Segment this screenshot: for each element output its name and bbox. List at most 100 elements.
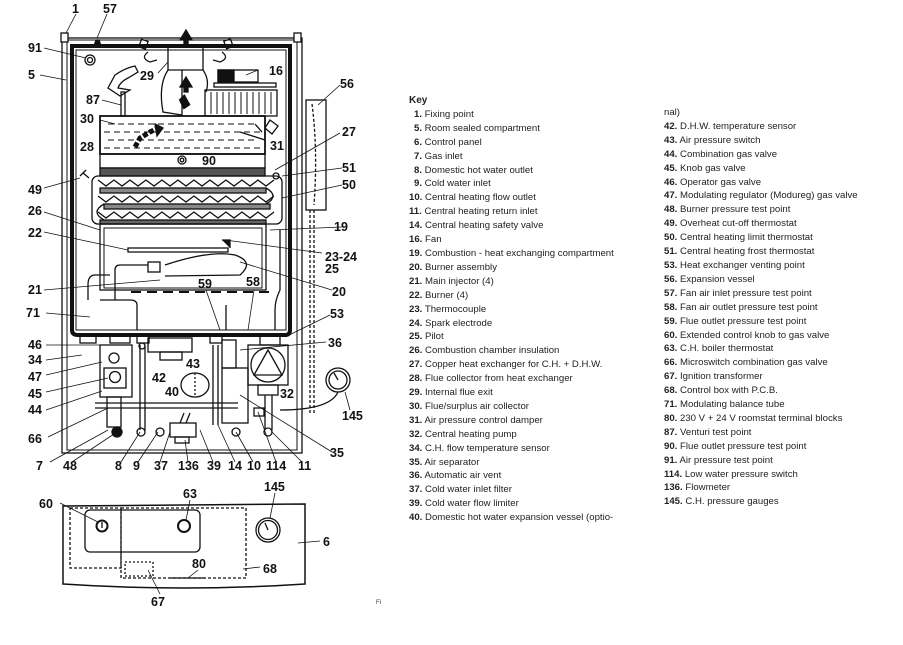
key-item-text: Room sealed compartment xyxy=(422,122,540,134)
key-item-text: Copper heat exchanger for C.H. + D.H.W. xyxy=(422,359,603,371)
key-item-number: 31. xyxy=(409,414,423,426)
key-item: 80. 230 V + 24 V roomstat terminal block… xyxy=(664,412,858,426)
key-item: 87. Venturi test point xyxy=(664,426,858,440)
key-item-number: 40. xyxy=(409,512,423,524)
key-item-text: Microswitch combination gas valve xyxy=(677,357,828,369)
key-item-number: 11. xyxy=(409,206,422,218)
key-item: 49. Overheat cut-off thermostat xyxy=(664,217,858,231)
key-item: 90. Flue outlet pressure test point xyxy=(664,440,858,454)
key-item-number: 10. xyxy=(409,192,423,204)
flowmeter xyxy=(169,422,197,438)
callout-49: 49 xyxy=(28,183,42,197)
key-item-number: 29. xyxy=(409,387,423,399)
key-item: 68. Control box with P.C.B. xyxy=(664,384,858,398)
key-item-number: 67. xyxy=(664,371,678,383)
key-item-number: 39. xyxy=(409,498,423,510)
key-item: 71. Modulating balance tube xyxy=(664,398,858,412)
key-item-text: Modulating regulator (Modureg) gas valve xyxy=(677,190,858,202)
callout-23-24: 23-24 xyxy=(325,250,357,264)
key-item-number: 42. xyxy=(664,120,678,132)
automatic-air-vent xyxy=(221,339,237,369)
key-item: 21. Main injector (4) xyxy=(409,275,614,289)
combustion-chamber xyxy=(99,223,267,291)
key-item-number: 58. xyxy=(664,301,678,313)
callout-8: 8 xyxy=(115,459,122,473)
key-item-text: Heat exchanger venting point xyxy=(677,259,805,271)
key-item: 60. Extended control knob to gas valve xyxy=(664,329,858,343)
callout-27: 27 xyxy=(342,125,356,139)
key-item-text: Low water pressure switch xyxy=(682,468,798,480)
key-item-text: Control box with P.C.B. xyxy=(677,385,778,397)
key-item-number: 14. xyxy=(409,220,423,232)
key-item-number: 68. xyxy=(664,385,678,397)
callout-91: 91 xyxy=(28,41,42,55)
key-item-text: Automatic air vent xyxy=(422,470,502,482)
callout-34: 34 xyxy=(28,353,42,367)
key-item-text: Internal flue exit xyxy=(422,387,493,399)
key-item: 46. Operator gas valve xyxy=(664,176,858,190)
key-item: 59. Flue outlet pressure test point xyxy=(664,315,858,329)
key-item-number: 19. xyxy=(409,247,423,259)
key-item-text: C.H. flow temperature sensor xyxy=(422,442,550,454)
control-panel-window xyxy=(84,509,201,553)
callout-68: 68 xyxy=(263,562,277,576)
key-item: 45. Knob gas valve xyxy=(664,162,858,176)
callout-7: 7 xyxy=(36,459,43,473)
key-item-number: 56. xyxy=(664,273,678,285)
key-item-text: Venturi test point xyxy=(677,426,752,438)
boiler-diagram: 1 57 91 5 29 16 56 87 30 27 28 31 90 51 … xyxy=(26,2,363,609)
internal-flue-exit xyxy=(167,46,204,71)
key-item-number: 50. xyxy=(664,232,678,244)
key-item-text: Gas inlet xyxy=(422,150,463,162)
key-item-text: Control panel xyxy=(422,136,482,148)
callout-145: 145 xyxy=(342,409,363,423)
key-item: 23. Thermocouple xyxy=(409,303,614,317)
callout-90: 90 xyxy=(202,154,216,168)
key-item: 63. C.H. boiler thermostat xyxy=(664,342,858,356)
key-item-text: Air pressure switch xyxy=(677,134,761,146)
key-item: 37. Cold water inlet filter xyxy=(409,483,614,497)
key-item: 20. Burner assembly xyxy=(409,261,614,275)
key-item-number: 9. xyxy=(414,178,423,190)
key-item-number: 90. xyxy=(664,440,678,452)
heat-exchanger xyxy=(91,175,283,225)
key-item: 6. Control panel xyxy=(409,136,614,150)
key-item-number: 35. xyxy=(409,456,423,468)
callout-1: 1 xyxy=(72,2,79,16)
key-item-text: Fixing point xyxy=(422,108,474,120)
key-item-number: 44. xyxy=(664,148,678,160)
key-item: 16. Fan xyxy=(409,233,614,247)
callout-48: 48 xyxy=(63,459,77,473)
knob-gas-valve xyxy=(108,370,122,384)
key-item-text: Main injector (4) xyxy=(422,275,494,287)
key-item-text: Flue outlet pressure test point xyxy=(677,440,807,452)
key-item-text: C.H. boiler thermostat xyxy=(677,343,774,355)
expansion-vessel xyxy=(305,99,327,211)
key-item-text: D.H.W. temperature sensor xyxy=(677,120,797,132)
key-item-text: Burner (4) xyxy=(422,289,469,301)
callout-87: 87 xyxy=(86,93,100,107)
key-item-text: Central heating frost thermostat xyxy=(677,246,815,258)
key-item-text: Combination gas valve xyxy=(677,148,778,160)
callout-63: 63 xyxy=(183,487,197,501)
key-item-number: 66. xyxy=(664,357,678,369)
fixing-point-right xyxy=(293,32,302,43)
key-item-number: 25. xyxy=(409,331,423,343)
key-item: 66. Microswitch combination gas valve xyxy=(664,356,858,370)
callout-42: 42 xyxy=(152,371,166,385)
key-item: 91. Air pressure test point xyxy=(664,454,858,468)
key-item: 9. Cold water inlet xyxy=(409,177,614,191)
callout-66: 66 xyxy=(28,432,42,446)
callout-114: 114 xyxy=(266,459,286,473)
callout-80: 80 xyxy=(192,557,206,571)
flue-outlet-test-point xyxy=(177,155,187,165)
callout-50: 50 xyxy=(342,178,356,192)
key-item-number: 7. xyxy=(414,150,423,162)
key-item-text: Central heating limit thermostat xyxy=(677,232,813,244)
key-item-text: Fan air outlet pressure test point xyxy=(677,301,818,313)
key-item: 56. Expansion vessel xyxy=(664,273,858,287)
key-item-text: Central heating flow outlet xyxy=(422,192,536,204)
key-item-text: Overheat cut-off thermostat xyxy=(677,218,797,230)
key-item-number: 30. xyxy=(409,400,423,412)
